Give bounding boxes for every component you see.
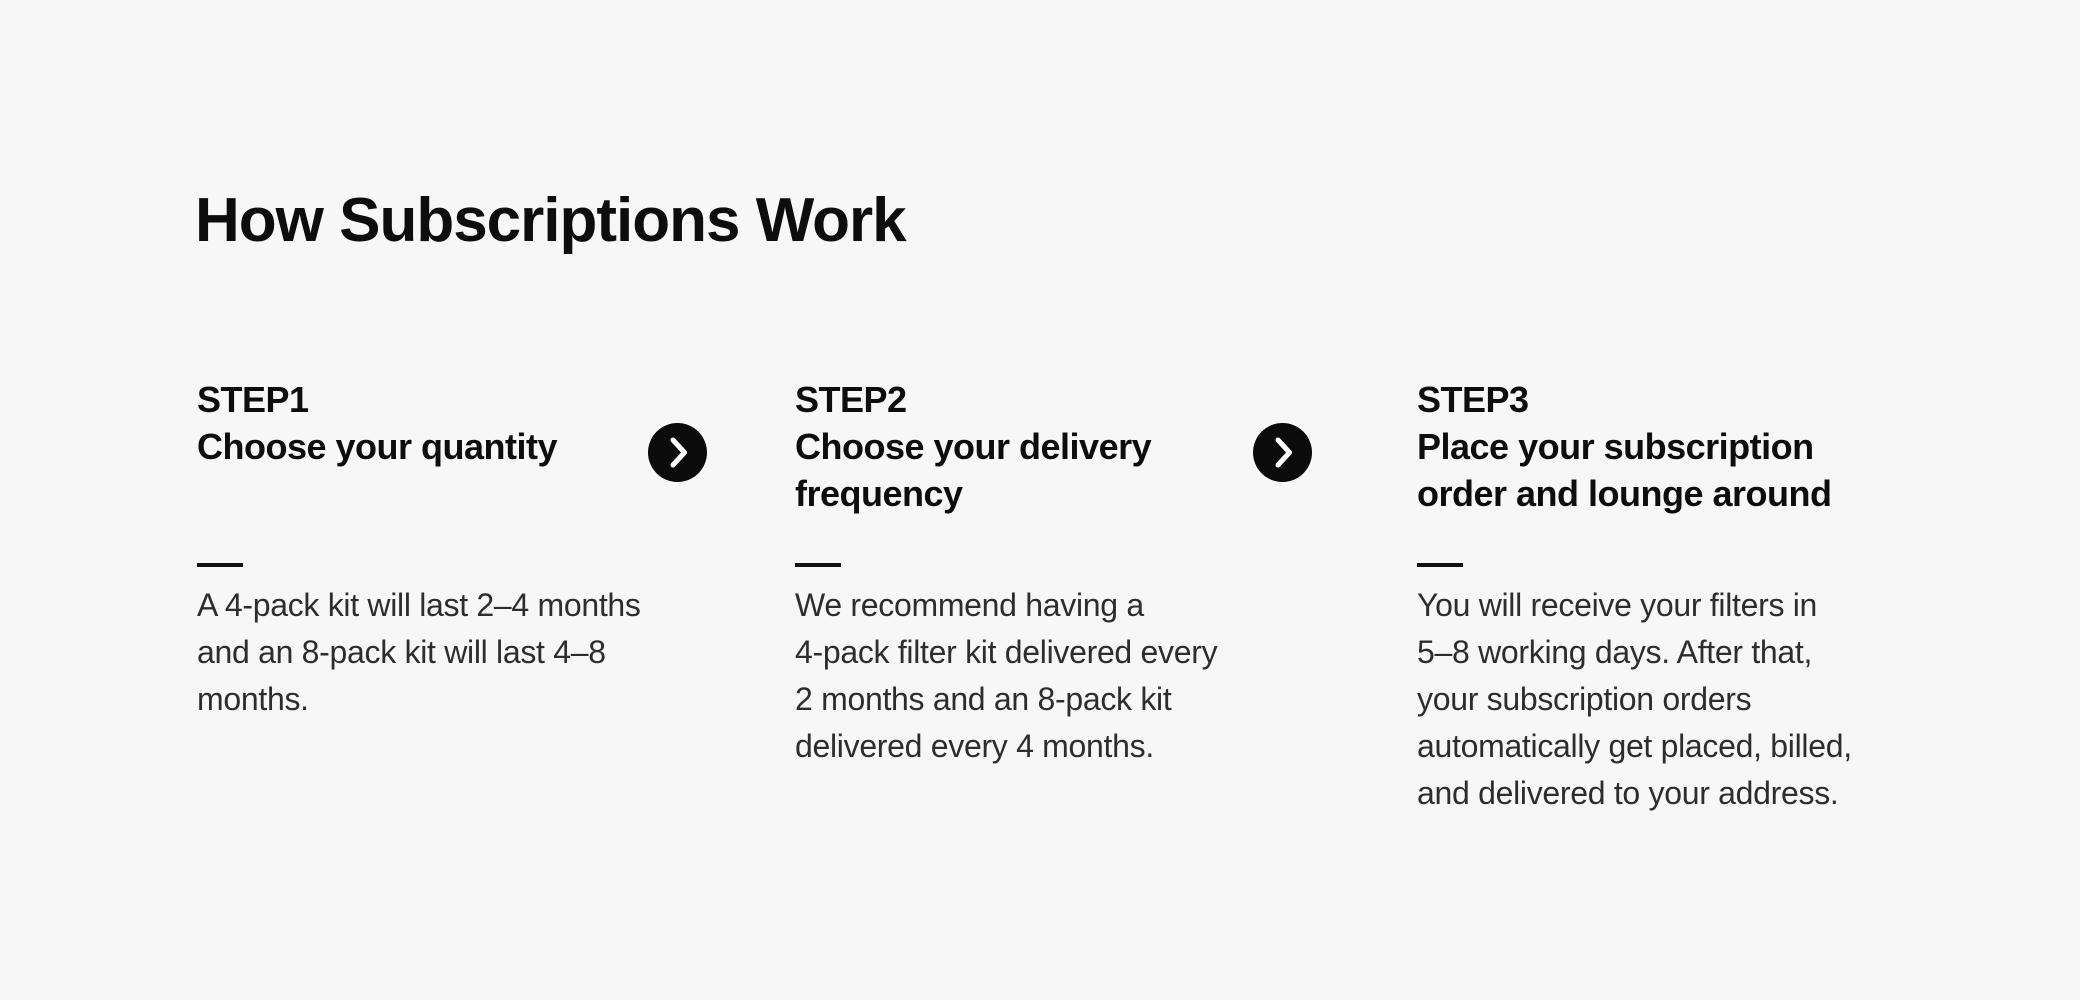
divider-line <box>1417 563 1463 567</box>
step-card-2: STEP2 Choose your delivery frequency We … <box>795 376 1370 846</box>
section-title: How Subscriptions Work <box>195 186 907 255</box>
step-number-label: STEP3 <box>1417 379 1529 420</box>
divider-line <box>197 563 243 567</box>
step-description: We recommend having a 4-pack filter kit … <box>795 587 1218 764</box>
step-heading: Place your subscription order and lounge… <box>1417 426 1832 514</box>
step-arrow-2 <box>1253 423 1312 482</box>
step-number-label: STEP2 <box>795 379 907 420</box>
chevron-right-icon <box>648 423 707 482</box>
step-card-1: STEP1 Choose your quantity A 4-pack kit … <box>197 376 772 846</box>
step-description: You will receive your filters in 5–8 wor… <box>1417 587 1852 811</box>
step-card-3: STEP3 Place your subscription order and … <box>1417 376 1992 846</box>
step-heading: Choose your delivery frequency <box>795 426 1152 514</box>
chevron-right-icon <box>1253 423 1312 482</box>
divider-line <box>795 563 841 567</box>
step-number-label: STEP1 <box>197 379 309 420</box>
step-arrow-1 <box>648 423 707 482</box>
step-description: A 4-pack kit will last 2–4 months and an… <box>197 587 641 717</box>
step-heading: Choose your quantity <box>197 426 558 467</box>
